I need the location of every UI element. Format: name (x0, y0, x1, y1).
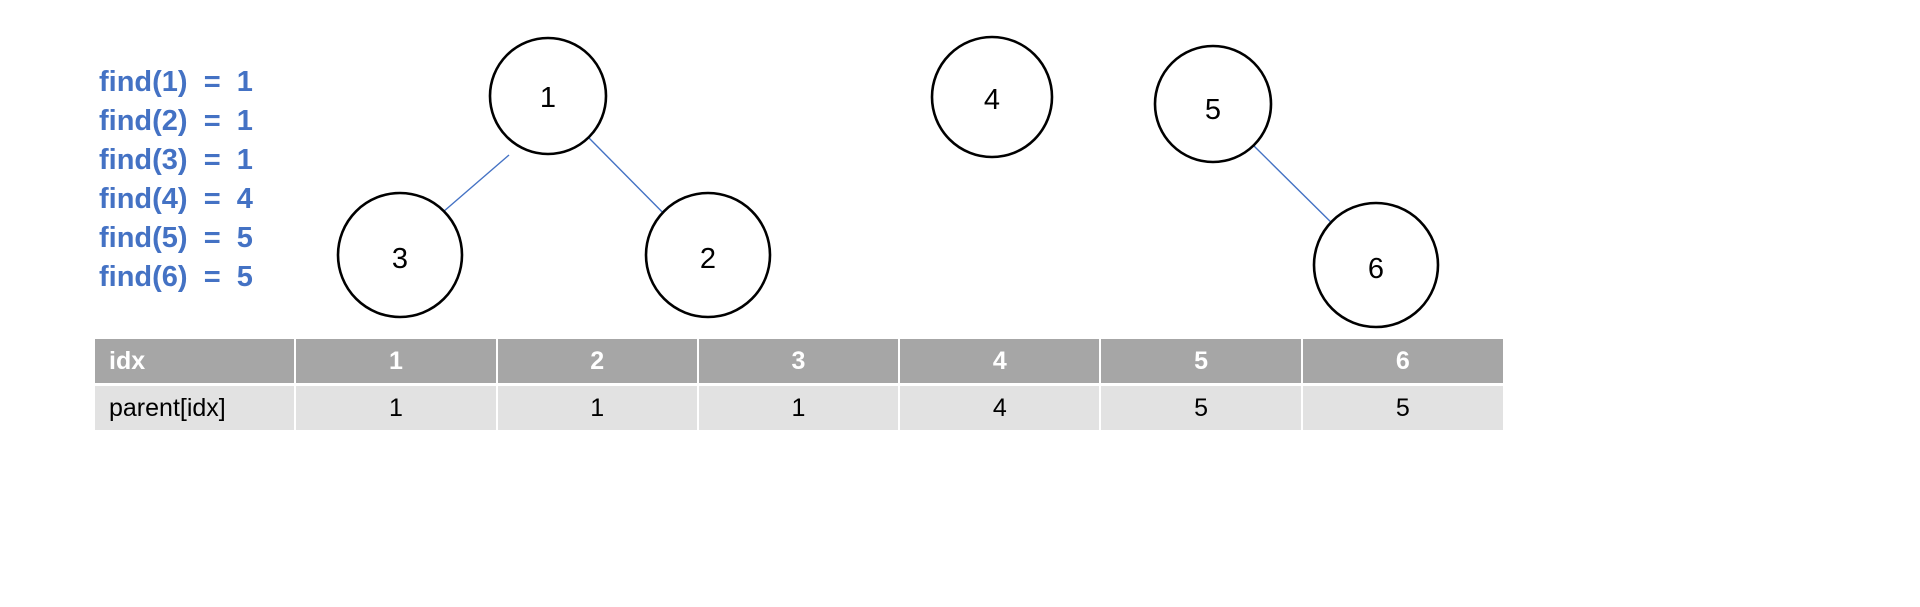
node-label: 5 (1205, 94, 1221, 126)
find-result-line: find(4) = 4 (99, 183, 253, 215)
find-result-line: find(1) = 1 (99, 66, 253, 98)
table-header-cell: 2 (496, 339, 699, 385)
table-cell: 1 (697, 383, 901, 430)
table-row: parent[idx] 1 1 1 4 5 5 (95, 383, 1503, 430)
table-cell: 4 (899, 383, 1102, 430)
find-result-line: find(5) = 5 (99, 222, 253, 254)
graph-node-2[interactable]: 2 (644, 191, 772, 319)
node-circle (336, 191, 464, 319)
node-circle (488, 36, 608, 156)
graph-node-3[interactable]: 3 (336, 191, 464, 319)
find-results-list: find(1) = 1 find(2) = 1 find(3) = 1 find… (99, 63, 359, 297)
table-header-idx: idx (95, 339, 297, 385)
table-cell: 5 (1100, 383, 1303, 430)
table-header-cell: 3 (697, 339, 901, 385)
node-label: 2 (700, 243, 716, 275)
node-label: 3 (392, 243, 408, 275)
table-header-cell: 5 (1100, 339, 1303, 385)
table-cell: 1 (295, 383, 498, 430)
table-header-cell: 6 (1301, 339, 1503, 385)
table-header-row: idx 1 2 3 4 5 6 (95, 339, 1503, 385)
find-result-line: find(3) = 1 (99, 144, 253, 176)
table-cell: 1 (496, 383, 699, 430)
table-header-cell: 1 (295, 339, 498, 385)
node-circle (1153, 44, 1273, 164)
node-label: 1 (540, 82, 556, 114)
disjoint-set-forest-diagram: 1 3 2 4 5 6 (336, 35, 1440, 329)
graph-node-1[interactable]: 1 (488, 36, 608, 156)
find-result-line: find(6) = 5 (99, 261, 253, 293)
find-result-line: find(2) = 1 (99, 105, 253, 137)
node-group: 1 3 2 4 5 6 (336, 35, 1440, 329)
table-cell: 5 (1301, 383, 1503, 430)
node-circle (930, 35, 1054, 159)
graph-node-6[interactable]: 6 (1312, 201, 1440, 329)
node-label: 4 (984, 84, 1000, 116)
edge-3-to-1 (442, 154, 510, 213)
parent-array-table: idx 1 2 3 4 5 6 parent[idx] 1 1 1 4 5 5 (95, 339, 1503, 430)
graph-node-4[interactable]: 4 (930, 35, 1054, 159)
graph-node-5[interactable]: 5 (1153, 44, 1273, 164)
table-row-label: parent[idx] (95, 383, 297, 430)
table-header-cell: 4 (899, 339, 1102, 385)
node-label: 6 (1368, 253, 1384, 285)
node-circle (1312, 201, 1440, 329)
node-circle (644, 191, 772, 319)
